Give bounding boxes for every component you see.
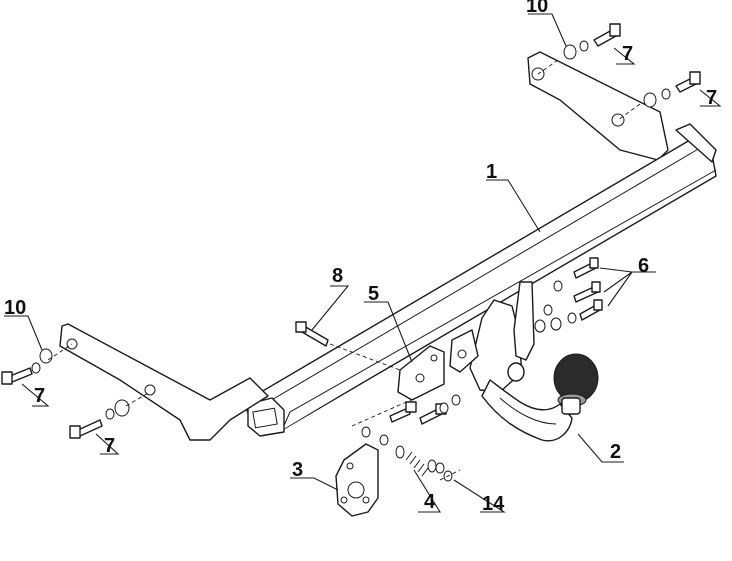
main-cross-beam — [243, 123, 717, 437]
callout-7-right: 7 — [706, 87, 717, 109]
leader-lines — [4, 13, 722, 513]
callout-1: 1 — [486, 161, 497, 183]
callout-labels: 1 2 3 4 5 6 7 7 7 7 8 10 10 14 — [4, 0, 717, 515]
callout-8: 8 — [332, 265, 343, 287]
callout-10-top: 10 — [526, 0, 548, 17]
mounting-plate — [397, 329, 479, 401]
callout-4: 4 — [424, 491, 436, 513]
fasteners — [1, 23, 701, 482]
assembly-guides — [47, 59, 641, 481]
callout-10-left: 10 — [4, 297, 26, 319]
spring-set — [395, 445, 437, 477]
callout-2: 2 — [610, 441, 621, 463]
socket-plate — [335, 443, 379, 517]
callout-5: 5 — [368, 283, 379, 305]
callout-7-left: 7 — [34, 385, 45, 407]
callout-14: 14 — [482, 493, 505, 515]
callout-6: 6 — [638, 255, 649, 277]
callout-7-top: 7 — [622, 43, 633, 65]
ball-neck-assembly — [469, 281, 599, 442]
callout-3: 3 — [292, 459, 303, 481]
callout-7-bottom-left: 7 — [104, 435, 115, 457]
left-side-bracket — [59, 323, 269, 441]
